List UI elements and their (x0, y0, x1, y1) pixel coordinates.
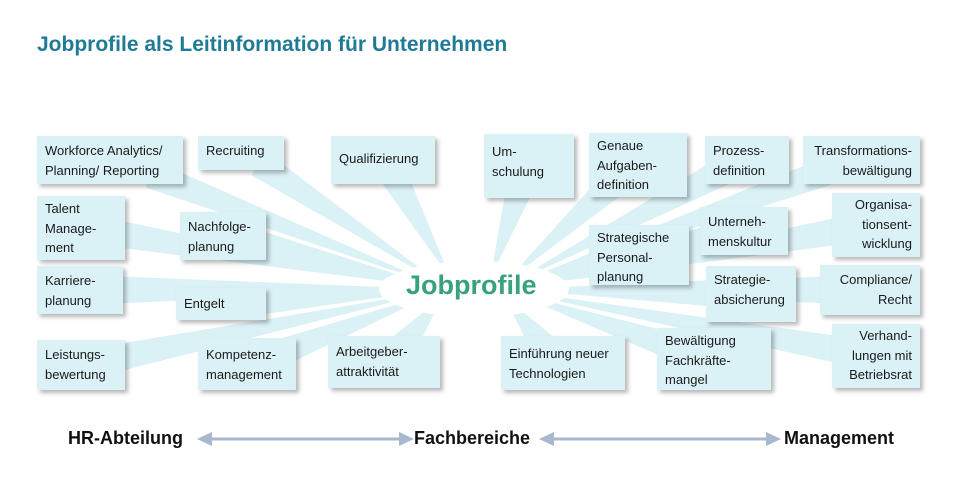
box-einfuehrung-neuer-technologien: Einführung neuer Technologien (501, 336, 625, 390)
axis-arrowhead-left-end (399, 432, 414, 446)
ray-4 (505, 173, 622, 282)
ray-1 (251, 151, 440, 283)
diagram-title: Jobprofile als Leitinformation für Unter… (37, 33, 508, 56)
box-verhandlungen-betriebsrat: Verhand- lungen mit Betriebsrat (832, 324, 920, 388)
box-genaue-aufgabendefinition: Genaue Aufgaben- definition (589, 133, 687, 197)
box-strategische-personalplanung: Strategische Personal- planung (589, 225, 689, 285)
box-bewaeltigung-fachkraeftemangel: Bewältigung Fachkräfte- mangel (657, 328, 771, 390)
ray-2 (381, 166, 451, 280)
ray-8 (245, 227, 435, 287)
axis-label-hr-abteilung: HR-Abteilung (68, 428, 183, 448)
box-karriereplanung: Karriere- planung (37, 266, 123, 314)
center-label-jobprofile: Jobprofile (406, 270, 537, 300)
ray-0 (145, 161, 437, 285)
ray-20 (512, 292, 684, 363)
ray-17 (272, 292, 437, 368)
box-kompetenzmanagement: Kompetenz- management (198, 338, 296, 390)
axis-arrowhead-right-end (766, 432, 781, 446)
box-strategieabsicherung: Strategie- absicherung (706, 266, 796, 322)
box-leistungsbewertung: Leistungs- bewertung (37, 340, 125, 390)
box-unternehmenskultur: Unterneh- menskultur (700, 207, 788, 255)
box-talent-management: Talent Manage- ment (37, 196, 125, 260)
axis-label-management: Management (784, 428, 895, 448)
box-qualifizierung: Qualifizierung (331, 136, 435, 184)
box-workforce-analytics: Workforce Analytics/ Planning/ Reporting (37, 136, 183, 184)
box-recruiting: Recruiting (198, 136, 284, 170)
center-glow (379, 261, 569, 317)
box-compliance-recht: Compliance/ Recht (820, 265, 920, 315)
box-organisationsentwicklung: Organisa- tionsent- wicklung (832, 193, 920, 257)
ray-3 (490, 179, 534, 279)
axis-arrowhead-right-start (539, 432, 554, 446)
box-transformationsbewaeltigung: Transformations- bewältigung (803, 136, 920, 184)
box-arbeitgeberattraktivitaet: Arbeitgeber- attraktivität (328, 336, 440, 388)
box-nachfolgeplanung: Nachfolge- planung (180, 212, 266, 260)
box-prozessdefinition: Prozess- definition (705, 136, 789, 184)
ray-16 (104, 291, 435, 374)
axis-arrowhead-left-start (197, 432, 212, 446)
axis-label-fachbereiche: Fachbereiche (414, 428, 531, 448)
box-entgelt: Entgelt (176, 288, 266, 320)
box-umschulung: Um- schulung (484, 134, 574, 198)
